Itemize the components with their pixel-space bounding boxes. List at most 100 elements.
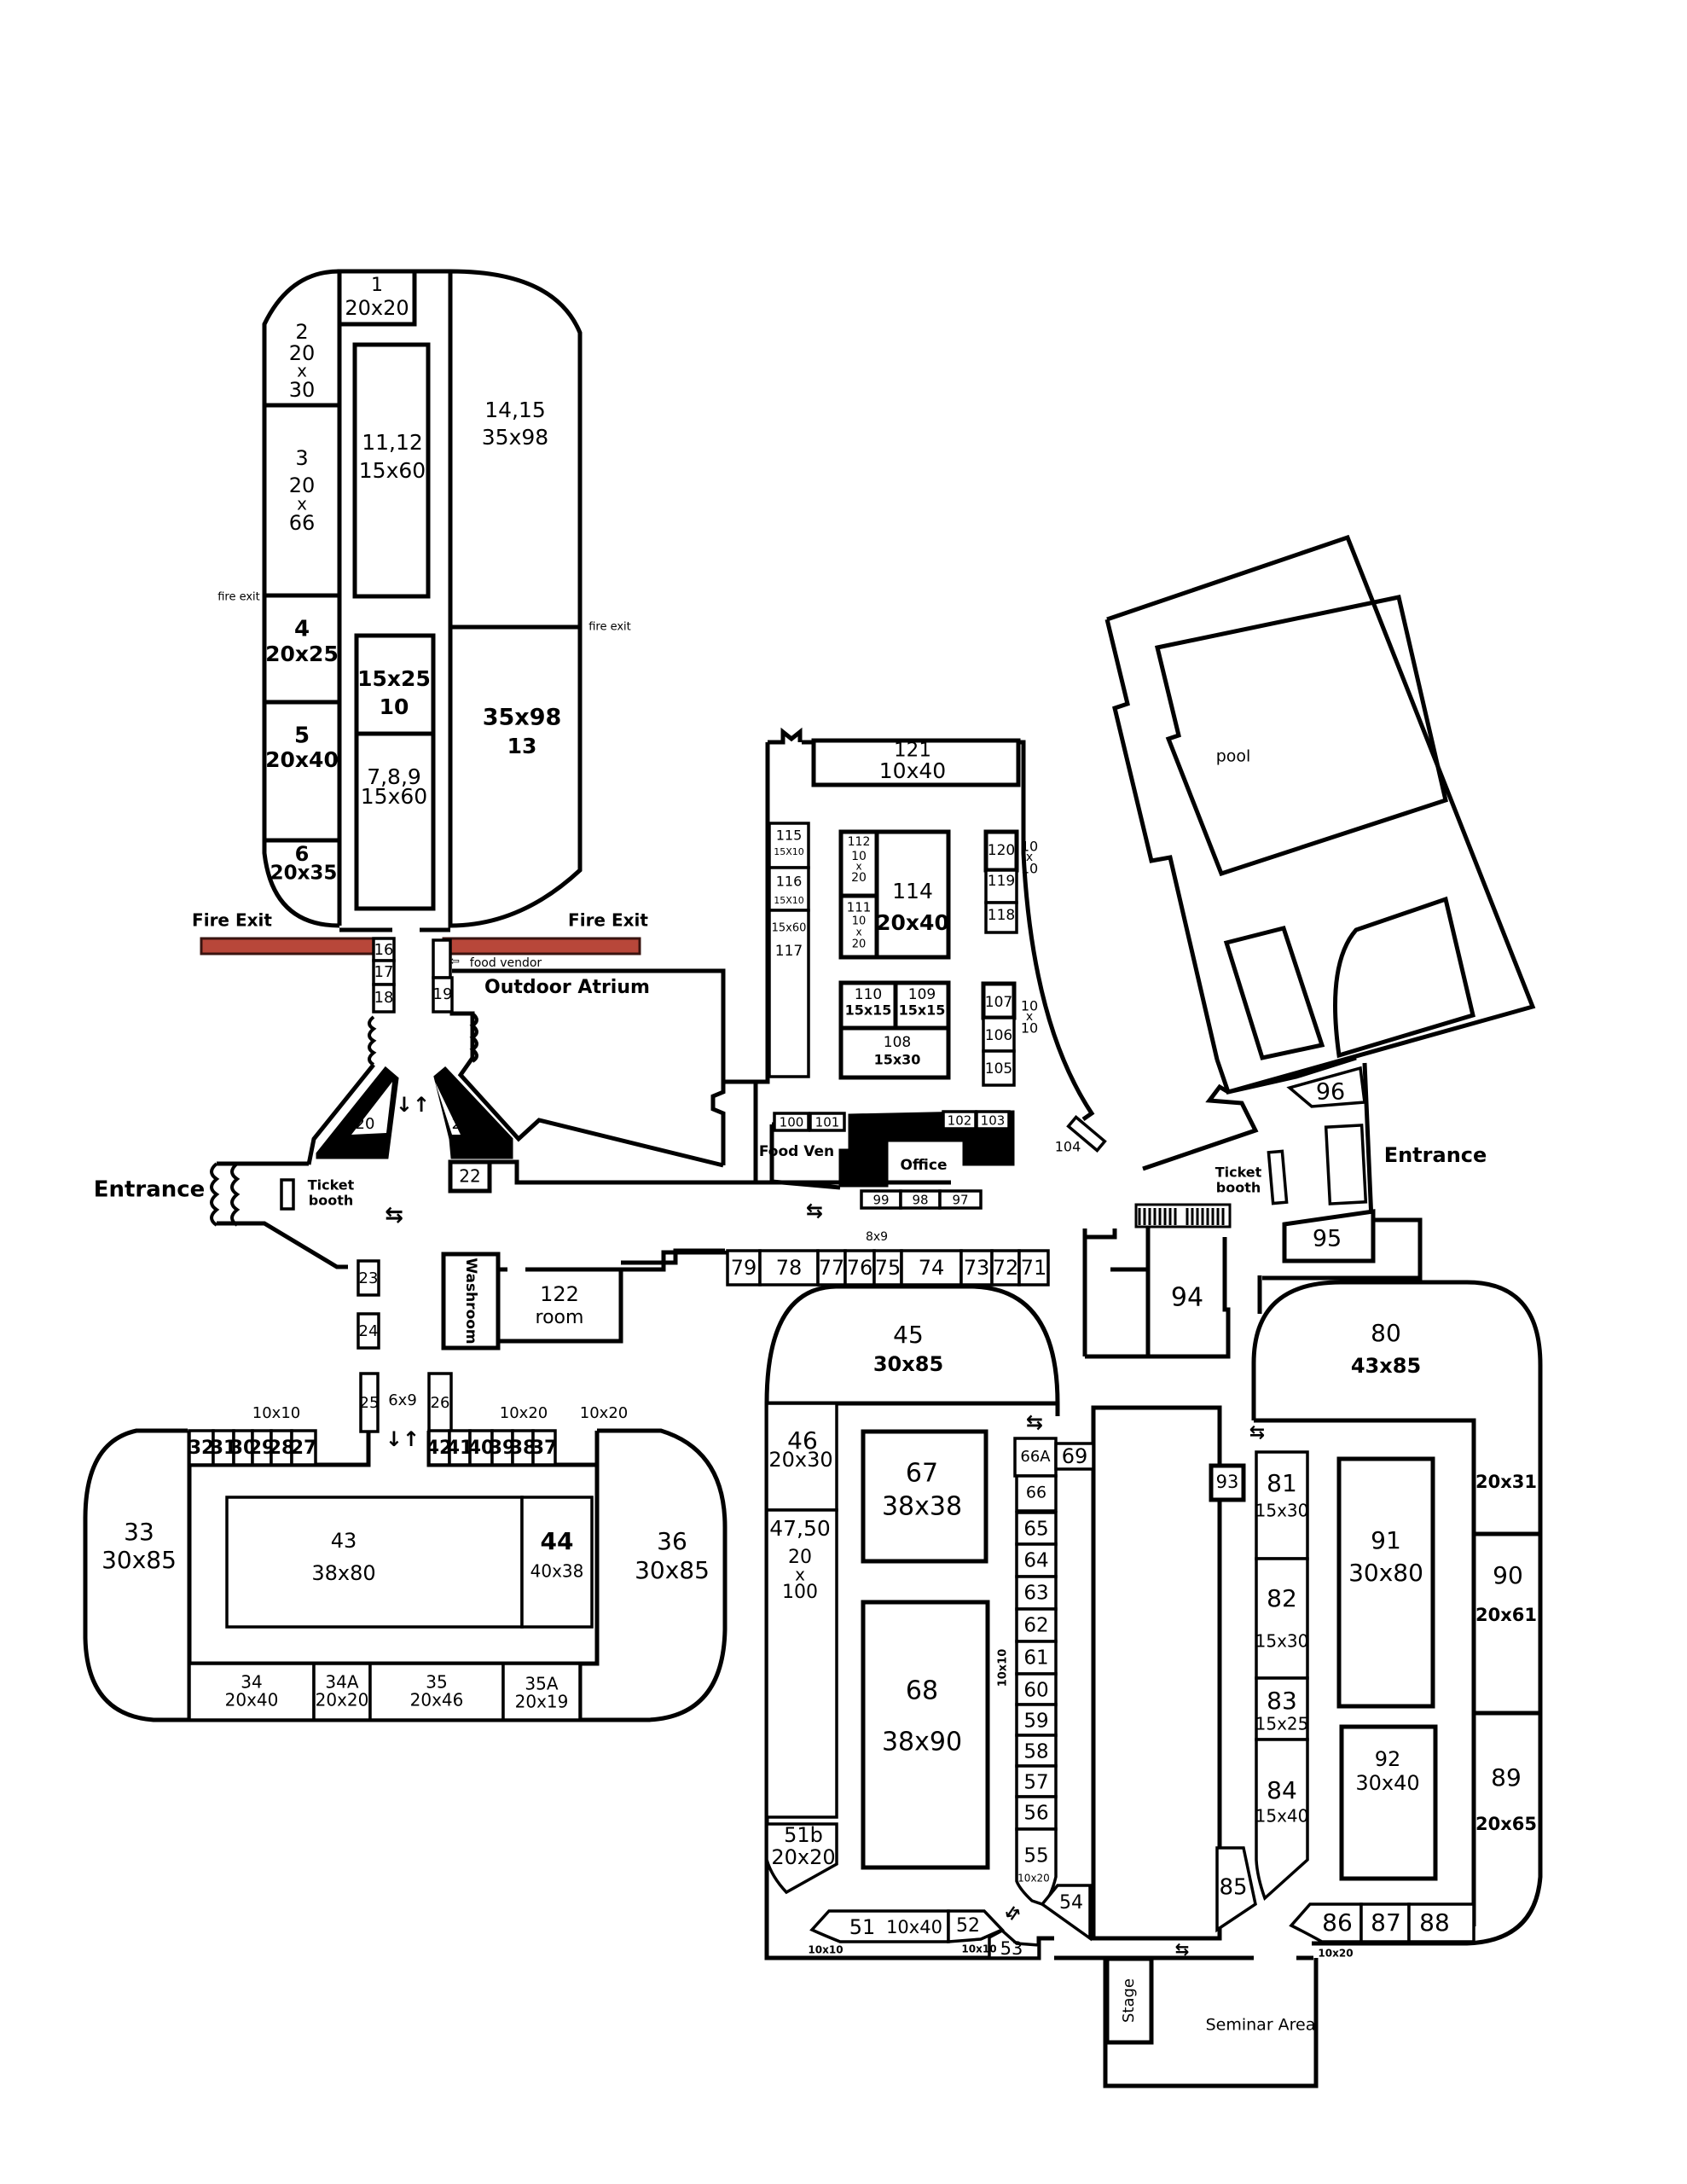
booth-20[interactable]: 20: [316, 1066, 399, 1159]
booth-28[interactable]: 28: [269, 1429, 295, 1467]
booth-80[interactable]: 80 43x85: [1351, 1319, 1421, 1378]
booth-7-8-9[interactable]: 7,8,9 15x60: [354, 731, 436, 911]
booth-106[interactable]: 106: [982, 1016, 1016, 1053]
booth-114[interactable]: 114 20x40: [874, 829, 951, 960]
booth-56[interactable]: 56: [1015, 1795, 1058, 1831]
washroom[interactable]: Washroom: [441, 1252, 501, 1350]
booth-41[interactable]: 41: [447, 1429, 473, 1467]
booth-3[interactable]: 3 20 x 66: [289, 446, 316, 535]
booth-47-50[interactable]: 47,50 20 x 100: [765, 1508, 838, 1819]
booth-2[interactable]: 2 20 x 30: [289, 320, 316, 402]
booth-37[interactable]: 37: [531, 1429, 558, 1467]
booth-53[interactable]: 53: [988, 1928, 1041, 1960]
booth-1[interactable]: 1 20x20: [337, 269, 417, 327]
booth-76[interactable]: 76: [844, 1249, 876, 1287]
booth-87[interactable]: 87: [1359, 1902, 1411, 1943]
booth-27[interactable]: 27: [290, 1429, 317, 1467]
room-122[interactable]: 122 room: [498, 1267, 623, 1344]
booth-21[interactable]: 21: [433, 1066, 513, 1159]
booth-95[interactable]: 95: [1282, 1209, 1376, 1263]
booth-19[interactable]: 19: [432, 976, 454, 1014]
booth-51[interactable]: 51 10x40: [809, 1909, 950, 1943]
booth-60[interactable]: 60: [1015, 1672, 1058, 1706]
booth-96[interactable]: 96: [1316, 1079, 1345, 1106]
booth-62[interactable]: 62: [1015, 1607, 1058, 1643]
booth-98[interactable]: 98: [899, 1189, 942, 1210]
booth-109[interactable]: 109 15x15: [893, 980, 951, 1031]
booth-35a[interactable]: 35A 20x19: [501, 1662, 582, 1722]
booth-101[interactable]: 101: [809, 1112, 846, 1132]
booth-90-top[interactable]: 20x31: [1475, 1472, 1537, 1492]
booth-88[interactable]: 88: [1407, 1902, 1475, 1943]
booth-96-shape[interactable]: [1286, 1066, 1366, 1108]
booth-111[interactable]: 111 10 x 20: [838, 893, 879, 960]
booth-117[interactable]: 15x60 117: [768, 909, 810, 1078]
booth-86[interactable]: 86: [1289, 1902, 1363, 1943]
food-vendor-area[interactable]: Food Ven: [759, 1122, 841, 1190]
booth-40[interactable]: 40: [468, 1429, 495, 1467]
booth-97[interactable]: 97: [938, 1189, 983, 1210]
booth-22[interactable]: 22: [448, 1159, 492, 1194]
booth-64[interactable]: 64: [1015, 1542, 1058, 1578]
booth-33[interactable]: 33 30x85: [101, 1518, 177, 1574]
booth-38[interactable]: 38: [510, 1429, 536, 1467]
booth-6[interactable]: 6 20x35: [270, 842, 338, 885]
booth-77[interactable]: 77: [816, 1249, 847, 1287]
booth-89[interactable]: 89 20x65: [1475, 1763, 1537, 1834]
booth-121[interactable]: 121 10x40: [811, 738, 1021, 787]
booth-26[interactable]: 26: [427, 1372, 453, 1433]
booth-108[interactable]: 108 15x30: [838, 1025, 951, 1080]
entrance-east[interactable]: Entrance: [1384, 1143, 1487, 1167]
booth-46[interactable]: 46 20x30: [765, 1402, 838, 1512]
booth-93[interactable]: 93: [1209, 1463, 1246, 1502]
booth-18[interactable]: 18: [372, 983, 396, 1014]
booth-35[interactable]: 35 20x46: [368, 1662, 505, 1722]
booth-61[interactable]: 61: [1015, 1640, 1058, 1676]
booth-11-12[interactable]: 11,12 15x60: [352, 342, 431, 599]
booth-110[interactable]: 110 15x15: [838, 980, 898, 1031]
booth-34[interactable]: 34 20x40: [188, 1662, 316, 1722]
entrance-west[interactable]: Entrance: [94, 1161, 348, 1269]
booth-39[interactable]: 39: [490, 1429, 516, 1467]
booth-24[interactable]: 24: [357, 1312, 380, 1350]
food-vendor-kiosk[interactable]: [432, 938, 452, 979]
booth-116[interactable]: 116 15X10: [768, 866, 810, 912]
booth-83[interactable]: 83 15x25: [1255, 1676, 1309, 1741]
booth-90[interactable]: 90 20x61: [1475, 1561, 1537, 1625]
booth-81[interactable]: 81 15x30: [1255, 1450, 1309, 1560]
booth-91[interactable]: 91 30x80: [1336, 1456, 1435, 1709]
booth-104[interactable]: 104: [1055, 1115, 1107, 1155]
booth-5[interactable]: 5 20x40: [265, 723, 339, 773]
booth-112[interactable]: 112 10 x 20: [838, 829, 879, 898]
booth-54[interactable]: 54: [1040, 1884, 1092, 1942]
booth-82[interactable]: 82 15x30: [1255, 1557, 1309, 1680]
booth-79[interactable]: 79: [726, 1249, 762, 1287]
booth-17[interactable]: 17: [372, 959, 396, 986]
booth-13[interactable]: 35x98 13: [483, 705, 562, 759]
booth-57[interactable]: 57: [1015, 1764, 1058, 1798]
booth-120[interactable]: 120: [983, 829, 1019, 873]
booth-45[interactable]: 45 30x85: [873, 1321, 943, 1376]
booth-51b[interactable]: 51b 20x20: [765, 1822, 838, 1895]
booth-119[interactable]: 119: [984, 868, 1018, 904]
booth-73[interactable]: 73: [959, 1249, 994, 1287]
booth-71[interactable]: 71: [1017, 1249, 1050, 1287]
booth-78[interactable]: 78: [758, 1249, 820, 1287]
booth-44[interactable]: 44 40x38: [520, 1496, 594, 1629]
booth-84[interactable]: 84 15x40: [1255, 1738, 1309, 1902]
booth-58[interactable]: 58: [1015, 1734, 1058, 1768]
booth-25[interactable]: 25: [359, 1372, 380, 1433]
booth-103[interactable]: 103: [975, 1110, 1011, 1130]
booth-75[interactable]: 75: [872, 1249, 903, 1287]
booth-55[interactable]: 55 10x20: [1015, 1827, 1058, 1906]
booth-52[interactable]: 52: [947, 1909, 1005, 1943]
booth-43[interactable]: 43 38x80: [225, 1496, 524, 1629]
booth-59[interactable]: 59: [1015, 1703, 1058, 1737]
booth-14-15[interactable]: 14,15 35x98: [482, 398, 548, 450]
booth-94[interactable]: 94: [1082, 1227, 1231, 1359]
booth-36[interactable]: 36 30x85: [635, 1527, 710, 1584]
booth-16[interactable]: 16: [372, 937, 396, 962]
stage[interactable]: Stage: [1104, 1956, 1154, 2045]
booth-92[interactable]: 92 30x40: [1339, 1724, 1438, 1881]
booth-31[interactable]: 31: [211, 1429, 237, 1467]
